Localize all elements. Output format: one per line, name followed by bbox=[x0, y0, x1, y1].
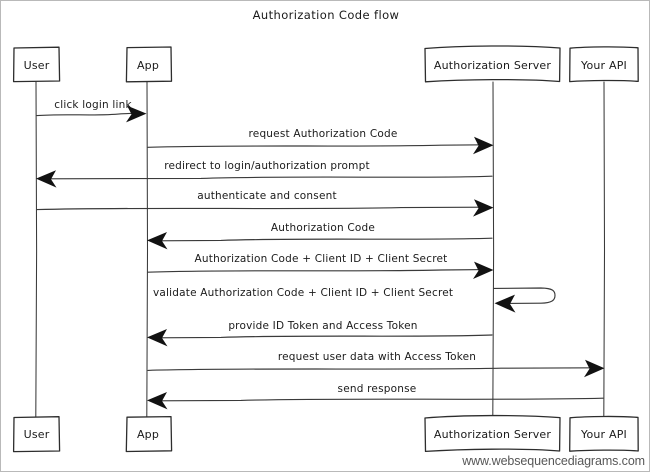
actor-box-user-top[interactable]: User bbox=[12, 46, 61, 83]
lifeline-authorization-server bbox=[492, 81, 495, 418]
message-7-validate-self-loop[interactable]: validate Authorization Code + Client ID … bbox=[153, 287, 556, 313]
lifelines-group bbox=[35, 81, 606, 418]
message-3-redirect-to-login[interactable]: redirect to login/authorization prompt bbox=[36, 160, 493, 188]
message-10-label: send response bbox=[338, 383, 417, 395]
actor-box-authorization-server-bottom[interactable]: Authorization Server bbox=[424, 414, 561, 453]
message-6-label: Authorization Code + Client ID + Client … bbox=[195, 253, 448, 265]
actor-label-authorization-server-top: Authorization Server bbox=[434, 59, 552, 72]
message-2-request-authorization-code[interactable]: request Authorization Code bbox=[147, 128, 494, 155]
message-7-label: validate Authorization Code + Client ID … bbox=[153, 287, 453, 299]
actor-box-your-api-top[interactable]: Your API bbox=[569, 46, 639, 83]
message-2-label: request Authorization Code bbox=[249, 128, 398, 140]
actor-label-app-bottom: App bbox=[137, 428, 159, 441]
message-1-label: click login link bbox=[54, 99, 132, 111]
actor-label-authorization-server-bottom: Authorization Server bbox=[434, 428, 552, 441]
diagram-title: Authorization Code flow bbox=[253, 8, 400, 22]
message-10-send-response[interactable]: send response bbox=[147, 383, 604, 410]
message-8-label: provide ID Token and Access Token bbox=[228, 320, 417, 332]
actor-label-your-api-top: Your API bbox=[580, 59, 627, 72]
watermark-label: www.websequencediagrams.com bbox=[461, 454, 645, 468]
actor-label-app-top: App bbox=[137, 59, 159, 72]
message-3-label: redirect to login/authorization prompt bbox=[164, 160, 370, 172]
message-5-label: Authorization Code bbox=[271, 222, 375, 234]
message-6-auth-code-client-id-secret[interactable]: Authorization Code + Client ID + Client … bbox=[147, 253, 494, 279]
actor-box-app-bottom[interactable]: App bbox=[125, 415, 173, 453]
lifeline-app bbox=[146, 81, 149, 418]
message-9-request-user-data[interactable]: request user data with Access Token bbox=[147, 351, 605, 378]
message-8-provide-id-token-and-access-token[interactable]: provide ID Token and Access Token bbox=[147, 320, 493, 347]
message-5-authorization-code[interactable]: Authorization Code bbox=[147, 222, 493, 250]
message-9-label: request user data with Access Token bbox=[278, 351, 476, 363]
actor-box-authorization-server-top[interactable]: Authorization Server bbox=[424, 45, 561, 83]
actor-label-user-bottom: User bbox=[24, 428, 50, 441]
actor-box-user-bottom[interactable]: User bbox=[12, 416, 61, 453]
actor-box-your-api-bottom[interactable]: Your API bbox=[569, 415, 639, 452]
message-1-click-login-link[interactable]: click login link bbox=[36, 99, 147, 123]
message-4-authenticate-and-consent[interactable]: authenticate and consent bbox=[36, 190, 494, 217]
lifeline-user bbox=[35, 81, 38, 418]
actor-label-your-api-bottom: Your API bbox=[580, 428, 627, 441]
actor-box-app-top[interactable]: App bbox=[125, 46, 173, 83]
message-4-label: authenticate and consent bbox=[197, 190, 337, 202]
actor-label-user-top: User bbox=[24, 59, 50, 72]
lifeline-your-api bbox=[603, 81, 606, 418]
